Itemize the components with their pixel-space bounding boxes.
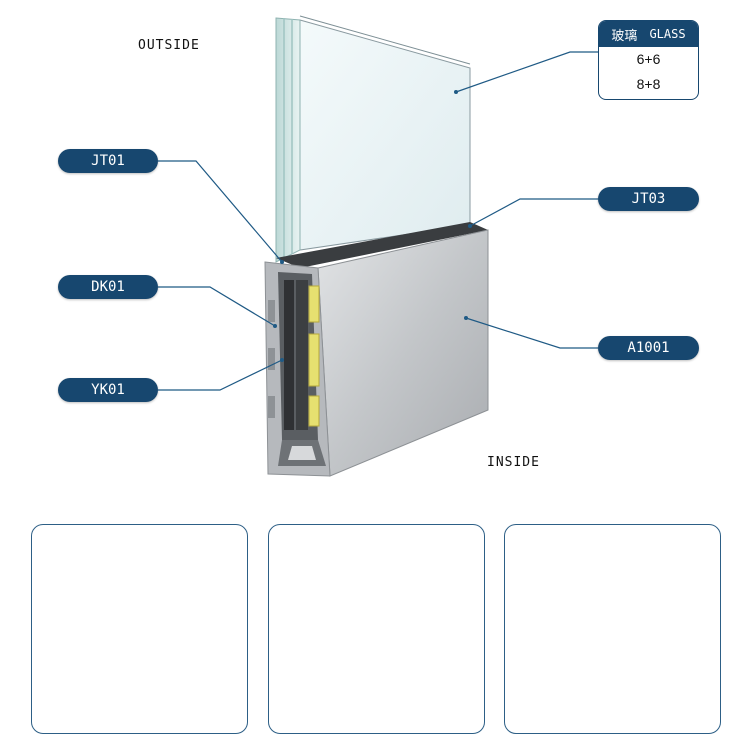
inside-label: INSIDE — [487, 455, 540, 470]
glass-panel — [275, 15, 471, 263]
part-label-jt03: JT03 — [598, 187, 699, 211]
glass-title-en: GLASS — [649, 27, 686, 41]
variant-card-2 — [268, 524, 485, 734]
glass-value-1: 6+6 — [636, 51, 661, 67]
leader-lines — [158, 51, 598, 391]
variant-card-3 — [504, 524, 721, 734]
part-label-yk01: YK01 — [58, 378, 158, 402]
outside-label: OUTSIDE — [138, 38, 200, 53]
part-label-a1001: A1001 — [598, 336, 699, 360]
glass-value-2: 8+8 — [636, 76, 661, 92]
leader-dots — [273, 90, 472, 362]
glass-spec-header: 玻璃 GLASS — [599, 21, 698, 47]
part-label-dk01: DK01 — [58, 275, 158, 299]
glass-spec-box: 玻璃 GLASS 6+6 8+8 — [598, 20, 699, 100]
aluminum-profile — [264, 229, 489, 477]
glass-title-cn: 玻璃 — [611, 28, 638, 44]
variant-card-1 — [31, 524, 248, 734]
part-label-jt01: JT01 — [58, 149, 158, 173]
top-gasket-strip — [276, 222, 488, 268]
